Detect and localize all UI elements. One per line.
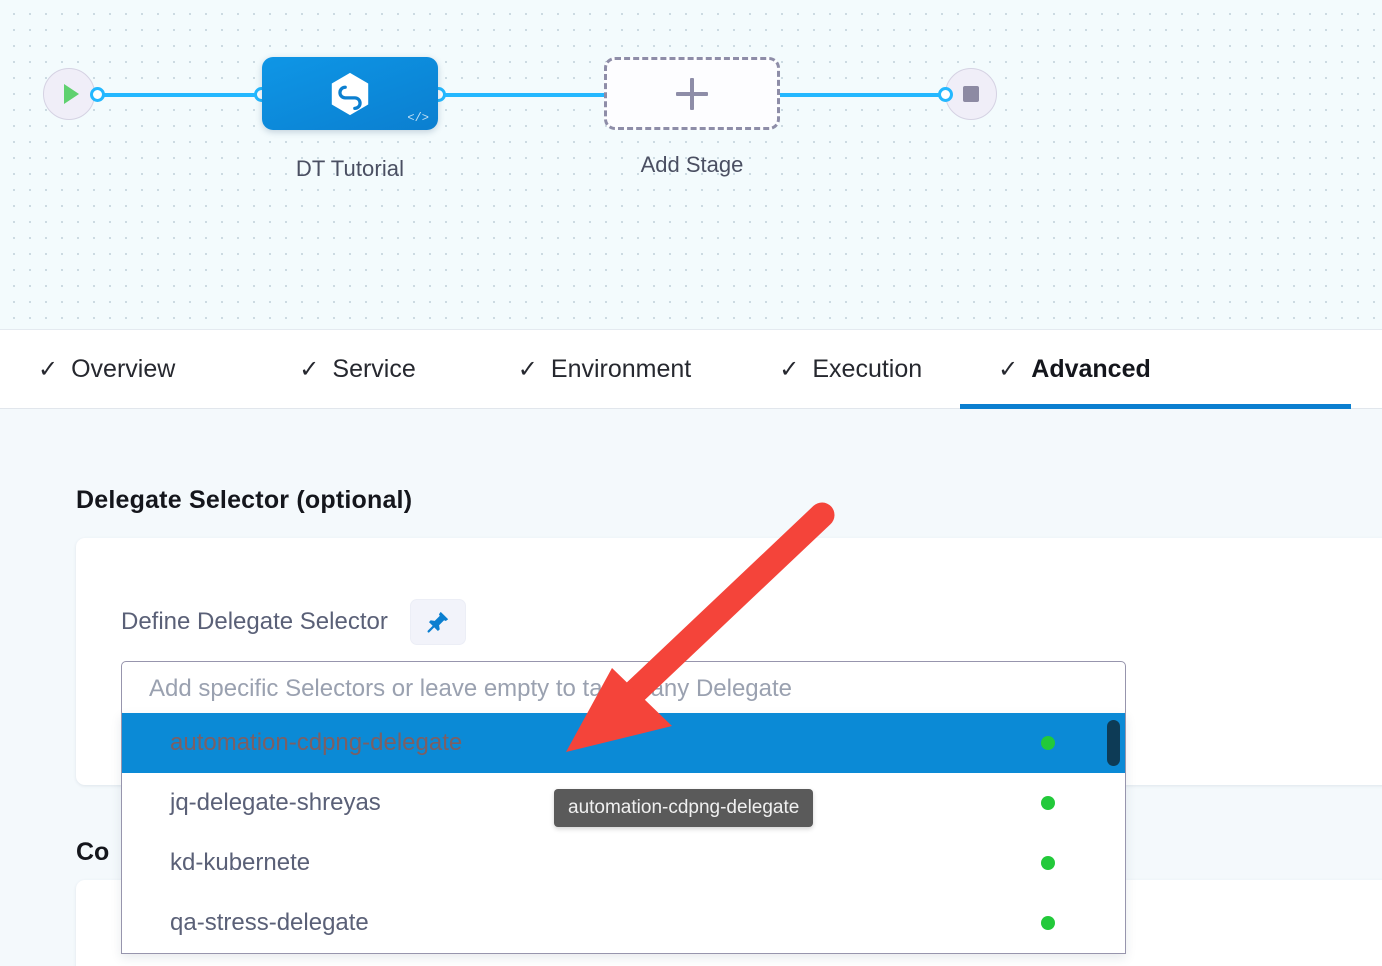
tab-environment-label: Environment [550, 355, 692, 383]
delegate-tooltip: automation-cdpng-delegate [554, 789, 814, 827]
delegate-selector-placeholder: Add specific Selectors or leave empty to… [149, 675, 793, 702]
delegate-selector-input[interactable]: Add specific Selectors or leave empty to… [121, 661, 1126, 717]
dropdown-option-jq-delegate-shreyas[interactable]: jq-delegate-shreyas [122, 773, 1125, 833]
stage-tab-bar: ✓ Overview ✓ Service ✓ Environment ✓ Exe… [0, 331, 1382, 409]
status-dot-connected [1041, 796, 1055, 810]
check-icon: ✓ [38, 355, 59, 383]
dropdown-option-label: jq-delegate-shreyas [170, 789, 381, 816]
add-stage-label: Add Stage [640, 152, 744, 177]
tab-service[interactable]: ✓ Service [299, 331, 415, 409]
pipeline-canvas[interactable]: </> DT Tutorial Add Stage [0, 0, 1382, 330]
stage-label: DT Tutorial [295, 156, 405, 181]
harness-hexagon-icon [331, 72, 369, 115]
pushpin-icon [427, 611, 449, 633]
plus-icon [672, 74, 712, 114]
stage-node-dt-tutorial[interactable]: </> [262, 57, 438, 130]
status-dot-connected [1041, 916, 1055, 930]
delegate-selector-dropdown[interactable]: automation-cdpng-delegate jq-delegate-sh… [121, 713, 1126, 954]
tab-advanced[interactable]: ✓ Advanced [960, 331, 1350, 409]
port-end-in[interactable] [938, 87, 953, 102]
tab-overview[interactable]: ✓ Overview [38, 331, 175, 409]
check-icon: ✓ [998, 355, 1019, 383]
code-icon: </> [407, 111, 429, 125]
stop-icon [963, 86, 979, 102]
status-dot-connected [1041, 736, 1055, 750]
pushpin-button[interactable] [409, 599, 466, 645]
dropdown-option-label: qa-stress-delegate [170, 909, 369, 936]
define-delegate-selector-row: Define Delegate Selector [121, 599, 466, 645]
pipeline-edge-start-to-stage [96, 93, 268, 97]
define-delegate-selector-label: Define Delegate Selector [121, 608, 388, 635]
tab-execution[interactable]: ✓ Execution [779, 331, 922, 409]
dropdown-option-qa-stress-delegate[interactable]: qa-stress-delegate [122, 893, 1125, 953]
status-dot-connected [1041, 856, 1055, 870]
check-icon: ✓ [779, 355, 800, 383]
dropdown-option-label: automation-cdpng-delegate [170, 729, 463, 756]
check-icon: ✓ [299, 355, 320, 383]
pipeline-end-node[interactable] [945, 68, 997, 120]
add-stage-button[interactable] [604, 57, 780, 130]
page-title: Delegate Selector (optional) [76, 486, 413, 514]
check-icon: ✓ [517, 355, 538, 383]
obscured-section-heading: Co [76, 838, 110, 866]
dropdown-scrollbar-thumb[interactable] [1107, 720, 1120, 766]
tab-environment[interactable]: ✓ Environment [518, 331, 691, 409]
play-icon [64, 84, 79, 104]
tab-service-label: Service [332, 355, 416, 383]
tab-overview-label: Overview [71, 355, 176, 383]
dropdown-option-automation-cdpng-delegate[interactable]: automation-cdpng-delegate [122, 713, 1125, 773]
dropdown-option-label: kd-kubernete [170, 849, 311, 876]
tab-advanced-label: Advanced [1031, 355, 1151, 383]
pipeline-start-node[interactable] [43, 68, 95, 120]
port-start-out[interactable] [90, 87, 105, 102]
tab-execution-label: Execution [812, 355, 923, 383]
dropdown-option-kd-kubernete[interactable]: kd-kubernete [122, 833, 1125, 893]
